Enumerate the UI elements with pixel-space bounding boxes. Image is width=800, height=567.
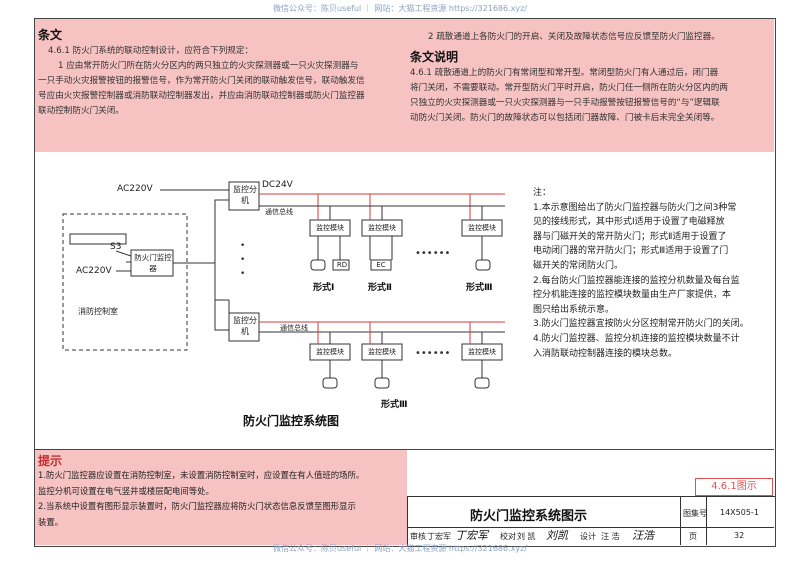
tip-panel [35, 450, 407, 545]
notes-heading: 注： [533, 188, 552, 198]
atlas-label: 图集号 [683, 509, 707, 518]
door-contact-lower-2 [374, 377, 390, 389]
tip-line: 2.当系统中设置有图形显示装置时，防火门监控器应将防火门状态信息反馈至图形显示 [38, 501, 356, 511]
clause-intro: 4.6.1 防火门系统的联动控制设计，应符合下列规定： [48, 46, 254, 56]
s3-label: S3 [110, 242, 122, 252]
module-label-form3: 监控模块 [468, 224, 496, 232]
module-label-form1: 监控模块 [316, 224, 344, 232]
notes-line: 1.本示意图给出了防火门监控器与防火门之间3种常 [533, 202, 737, 213]
title-block [407, 496, 775, 546]
distributor-label-upper: 监控分机 [233, 185, 257, 205]
clause-item2: 2 疏散通道上各防火门的开启、关闭及故障状态信号应反馈至防火门监控器。 [428, 32, 720, 42]
check-label: 校对 [500, 532, 516, 541]
tip-line: 装置。 [38, 516, 64, 527]
clause-item1: 1 应由常开防火门所在防火分区内的两只独立的火灾探测器或一只火灾探测器与 一只手… [38, 59, 408, 119]
tip-line: 1.防火门监控器应设置在消防控制室，未设置消防控制室时，应设置在有人值班的场所。 [38, 470, 365, 480]
check-signature: 刘凯 [546, 529, 568, 542]
form2-label: 形式Ⅱ [368, 283, 392, 293]
modules-ellipsis-lower: •••••• [415, 348, 450, 359]
clause-panel [35, 19, 774, 152]
control-room-boundary [62, 213, 188, 351]
monitor-display [69, 233, 127, 245]
page-label: 页 [689, 532, 697, 541]
drawing-title: 防火门监控系统图示 [470, 509, 588, 524]
review-name: 丁宏军 [427, 532, 451, 541]
distributor-label-lower: 监控分机 [233, 316, 257, 336]
review-label: 审核 [410, 532, 426, 541]
explanation-text: 4.6.1 疏散通道上的防火门有常闭型和常开型。常闭型防火门有人通过后，闭门器 … [410, 66, 770, 126]
clause-item1-line: 1 应由常开防火门所在防火分区内的两只独立的火灾探测器或一只火灾探测器与 [58, 61, 359, 71]
ec-box [370, 259, 392, 271]
explanation-line: 动防火门关闭。防火门的故障状态可以包括闭门器故障、门被卡后未完全关闭等。 [410, 113, 720, 123]
tip-line: 监控分机可设置在电气竖井或楼层配电间等处。 [38, 485, 214, 496]
s3-switch [115, 250, 132, 257]
notes-block: 注： 1.本示意图给出了防火门监控器与防火门之间3种常 见的接线形式，其中形式Ⅰ… [533, 186, 769, 361]
module-label-lower-3: 监控模块 [468, 348, 496, 356]
form3-label: 形式Ⅲ [466, 283, 493, 293]
review-signature: 丁宏军 [455, 529, 488, 542]
ec-label: EC [376, 261, 386, 269]
notes-line: 图只给出系统示意。 [533, 304, 615, 315]
distributor-ellipsis-3: • [240, 269, 245, 279]
comm-bus-label-lower: 通信总线 [280, 324, 308, 332]
notes-line: 见的接线形式，其中形式Ⅰ适用于设置了电磁释放 [533, 217, 725, 228]
atlas-number: 14X505-1 [720, 508, 759, 517]
clause-item1-line: 联动控制防火门关闭。 [38, 106, 124, 116]
design-label: 设计 [580, 532, 596, 541]
rd-label: RD [336, 261, 348, 269]
design-signature: 汪浩 [632, 529, 654, 542]
ac220v-top-label: AC220V [117, 184, 153, 194]
tip-divider [35, 449, 774, 450]
comm-bus-label: 通信总线 [265, 208, 293, 216]
notes-line: 3.防火门监控器宜按防火分区控制常开防火门的关闭。 [533, 319, 749, 330]
door-contact-form1 [310, 259, 326, 271]
clause-heading: 条文 [38, 28, 63, 42]
distributor-ellipsis-1: • [240, 241, 245, 251]
tip-text: 1.防火门监控器应设置在消防控制室，未设置消防控制室时，应设置在有人值班的场所。… [38, 468, 406, 530]
explanation-heading: 条文说明 [410, 50, 459, 64]
watermark-top: 微信公众号：陈贝useful ｜ 网站：大猫工程资源 https://32168… [272, 4, 528, 13]
notes-line: 4.防火门监控器、监控分机连接的监控模块数量不计 [533, 333, 740, 344]
notes-line: 电动闭门器的常开防火门；形式Ⅲ适用于设置了门 [533, 246, 729, 257]
module-label-lower-2: 监控模块 [368, 348, 396, 356]
diagram-title: 防火门监控系统图 [243, 414, 340, 428]
fire-door-monitor-label: 防火门监控器 [134, 253, 172, 273]
rd-box [332, 259, 350, 271]
form1-label: 形式Ⅰ [313, 283, 335, 293]
explanation-line: 只独立的火灾探测器或一只火灾探测器与一只手动报警按钮报警信号的“与”逻辑联 [410, 98, 720, 108]
watermark-bottom: 微信公众号：陈贝useful ｜ 网站：大猫工程资源 https://32168… [272, 544, 528, 553]
explanation-line: 4.6.1 疏散通道上的防火门有常闭型和常开型。常闭型防火门有人通过后，闭门器 [410, 68, 719, 78]
ac220v-room-label: AC220V [76, 266, 112, 276]
distributor-box-lower [228, 312, 260, 342]
door-contact-form3 [475, 259, 491, 271]
module-label-lower-1: 监控模块 [316, 348, 344, 356]
bus-to-upper-distributor [173, 199, 229, 264]
bus-to-lower-distributor [214, 263, 229, 331]
notes-line: 磁开关的常闭防火门。 [533, 260, 624, 271]
module-label-form2: 监控模块 [368, 224, 396, 232]
check-name: 刘 凯 [517, 532, 536, 541]
distributor-box-upper [228, 181, 260, 211]
clause-tag: 4.6.1图示 [695, 478, 773, 496]
explanation-line: 将门关闭，不需要联动。常开型防火门平时开启，防火门任一侧所在防火分区内的两 [410, 83, 728, 93]
dc24v-label: DC24V [262, 180, 293, 190]
notes-line: 控分机能连接的监控模块数量由生产厂家提供，本 [533, 290, 732, 301]
design-name: 汪 浩 [601, 532, 620, 541]
clause-item1-line: 号应由火灾报警控制器或消防联动控制器发出，并应由消防联动控制器或防火门监控器 [38, 91, 365, 101]
notes-line: 入消防联动控制器连接的模块总数。 [533, 348, 678, 359]
control-room-label: 消防控制室 [78, 307, 118, 316]
tip-heading: 提示 [38, 454, 63, 468]
door-contact-lower-1 [322, 377, 338, 389]
notes-line: 2.每台防火门监控器能连接的监控分机数量及每台监 [533, 275, 740, 286]
form3-lower-label: 形式Ⅲ [381, 400, 408, 410]
modules-ellipsis: •••••• [415, 248, 450, 259]
distributor-ellipsis-2: • [240, 255, 245, 265]
door-contact-lower-3 [474, 377, 490, 389]
notes-line: 器与门磁开关的常开防火门；形式Ⅱ适用于设置了 [533, 231, 727, 242]
page-number: 32 [734, 531, 745, 540]
clause-item1-line: 一只手动火灾报警按钮的报警信号，作为常开防火门关闭的联动触发信号，联动触发信 [38, 76, 365, 86]
page-frame [34, 18, 776, 547]
